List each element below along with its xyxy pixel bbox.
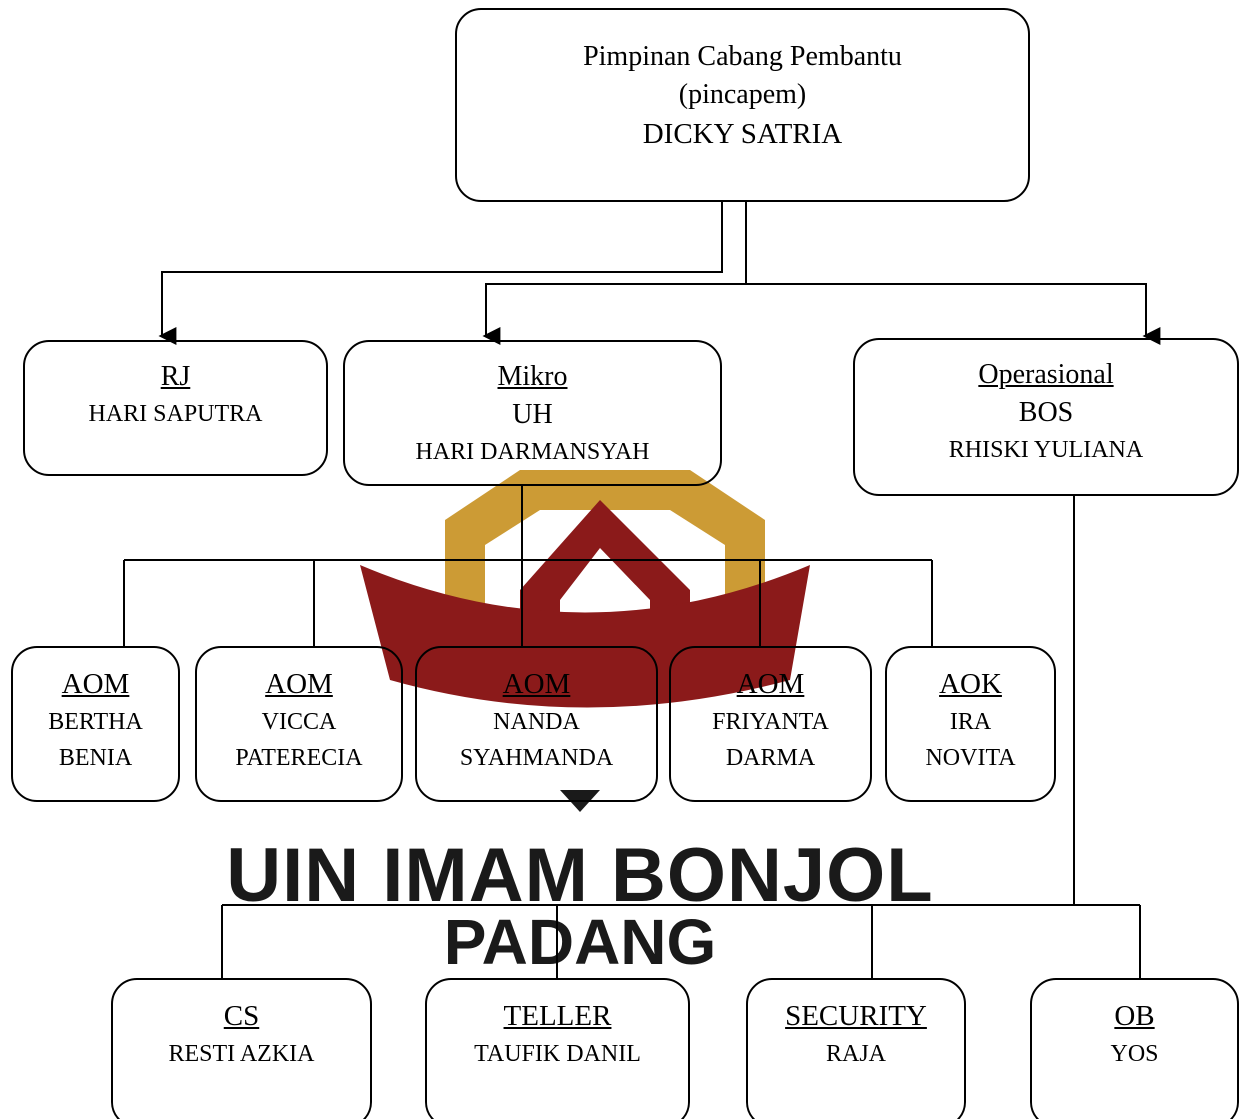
staff-node-teller: TELLER TAUFIK DANIL	[425, 978, 690, 1119]
staff-title: AOM	[736, 668, 805, 700]
watermark-university-name: UIN IMAM BONJOL	[226, 833, 934, 918]
staff-name-line1: IRA	[949, 709, 992, 735]
unit-node-rj: RJ HARI SAPUTRA	[23, 340, 328, 476]
root-name: DICKY SATRIA	[642, 118, 843, 150]
unit-name: RHISKI YULIANA	[948, 437, 1144, 463]
staff-node-aom-4: AOM FRIYANTA DARMA	[669, 646, 872, 802]
unit-title: Mikro	[497, 361, 568, 392]
staff-title: CS	[223, 1000, 260, 1032]
staff-node-aom-3: AOM NANDA SYAHMANDA	[415, 646, 658, 802]
root-title-line2: (pincapem)	[678, 79, 807, 110]
staff-title: AOM	[61, 668, 130, 700]
staff-name: RAJA	[825, 1041, 886, 1067]
staff-node-aom-2: AOM VICCA PATERECIA	[195, 646, 403, 802]
staff-name-line2: BENIA	[58, 745, 133, 771]
staff-name-line1: FRIYANTA	[712, 709, 829, 735]
unit-node-mikro: Mikro UH HARI DARMANSYAH	[343, 340, 722, 486]
unit-node-operasional: Operasional BOS RHISKI YULIANA	[853, 338, 1239, 496]
staff-title: SECURITY	[785, 1000, 927, 1032]
staff-title: AOK	[939, 668, 1002, 700]
unit-title: Operasional	[978, 359, 1114, 390]
staff-title: OB	[1114, 1000, 1155, 1032]
staff-node-security: SECURITY RAJA	[746, 978, 966, 1119]
unit-name: HARI SAPUTRA	[88, 401, 263, 427]
staff-name-line2: DARMA	[725, 745, 816, 771]
staff-node-aok: AOK IRA NOVITA	[885, 646, 1056, 802]
watermark-city: PADANG	[443, 906, 717, 978]
staff-name-line1: BERTHA	[48, 709, 143, 735]
staff-title: AOM	[265, 668, 333, 700]
staff-name: RESTI AZKIA	[168, 1041, 315, 1067]
staff-name: YOS	[1110, 1041, 1159, 1067]
unit-subtitle: UH	[512, 399, 553, 430]
root-title-line1: Pimpinan Cabang Pembantu	[583, 41, 902, 72]
staff-node-aom-1: AOM BERTHA BENIA	[11, 646, 180, 802]
connector-root-ops	[746, 283, 1161, 345]
root-node: Pimpinan Cabang Pembantu (pincapem) DICK…	[455, 8, 1030, 202]
unit-title: RJ	[160, 361, 191, 392]
staff-title: AOM	[502, 668, 571, 700]
unit-name: HARI DARMANSYAH	[415, 439, 650, 465]
staff-name: TAUFIK DANIL	[474, 1041, 641, 1067]
staff-name-line1: NANDA	[493, 709, 580, 735]
unit-subtitle: BOS	[1018, 397, 1074, 428]
staff-title: TELLER	[503, 1000, 612, 1032]
staff-name-line1: VICCA	[261, 709, 337, 735]
staff-node-ob: OB YOS	[1030, 978, 1239, 1119]
connector-root-rj	[158, 202, 723, 345]
logo-red-crescent	[360, 565, 810, 708]
staff-node-cs: CS RESTI AZKIA	[111, 978, 372, 1119]
staff-name-line2: NOVITA	[925, 745, 1016, 771]
staff-name-line2: SYAHMANDA	[459, 745, 614, 771]
staff-name-line2: PATERECIA	[235, 745, 363, 771]
connector-root-mikro	[482, 283, 746, 345]
